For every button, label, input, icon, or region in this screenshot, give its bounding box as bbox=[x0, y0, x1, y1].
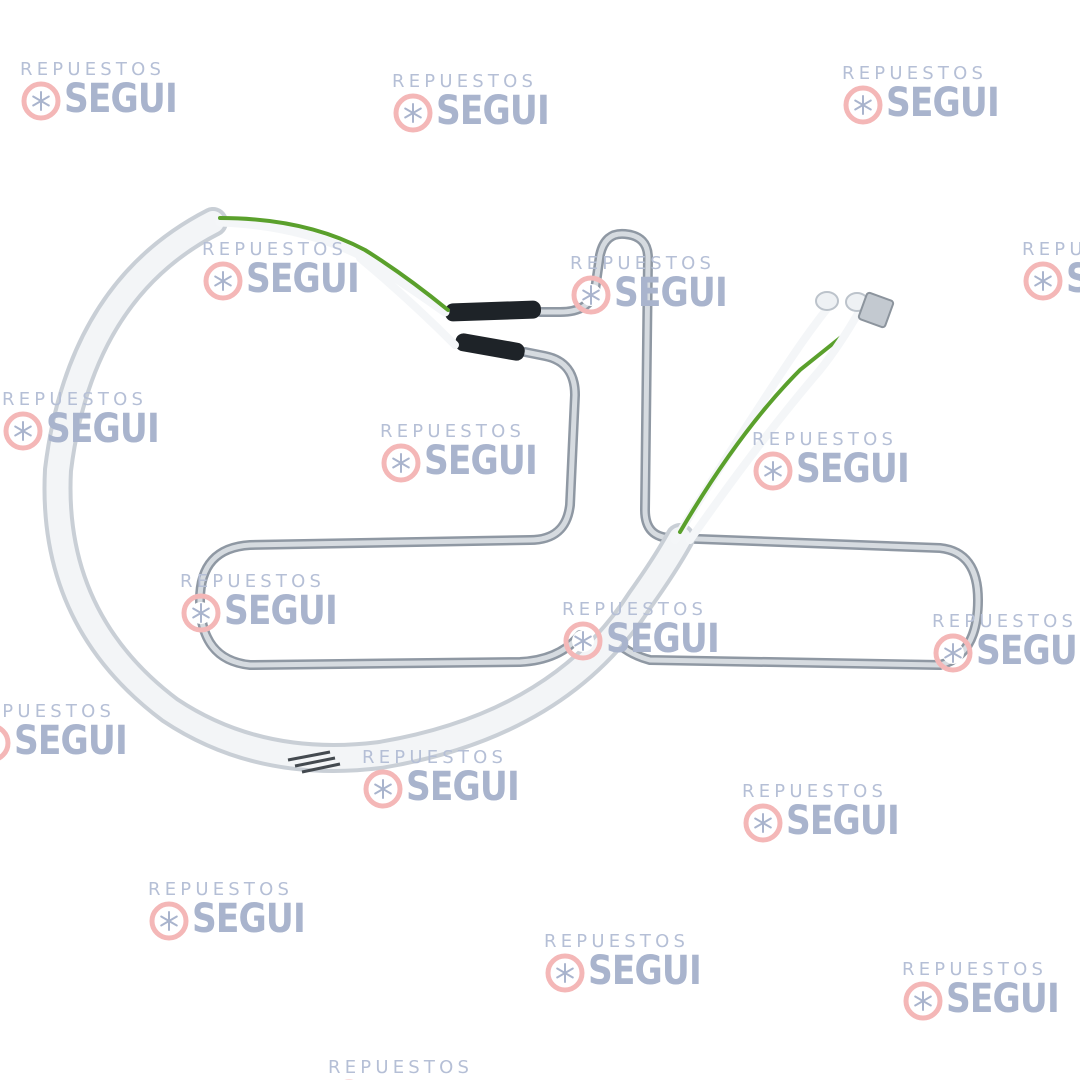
cable-sheath bbox=[42, 207, 695, 773]
heat-shrink-sleeves bbox=[444, 300, 542, 361]
inner-wires bbox=[215, 216, 459, 349]
connector-wires bbox=[671, 301, 864, 544]
terminal-connectors bbox=[815, 291, 895, 329]
sheath-marking bbox=[287, 750, 341, 774]
